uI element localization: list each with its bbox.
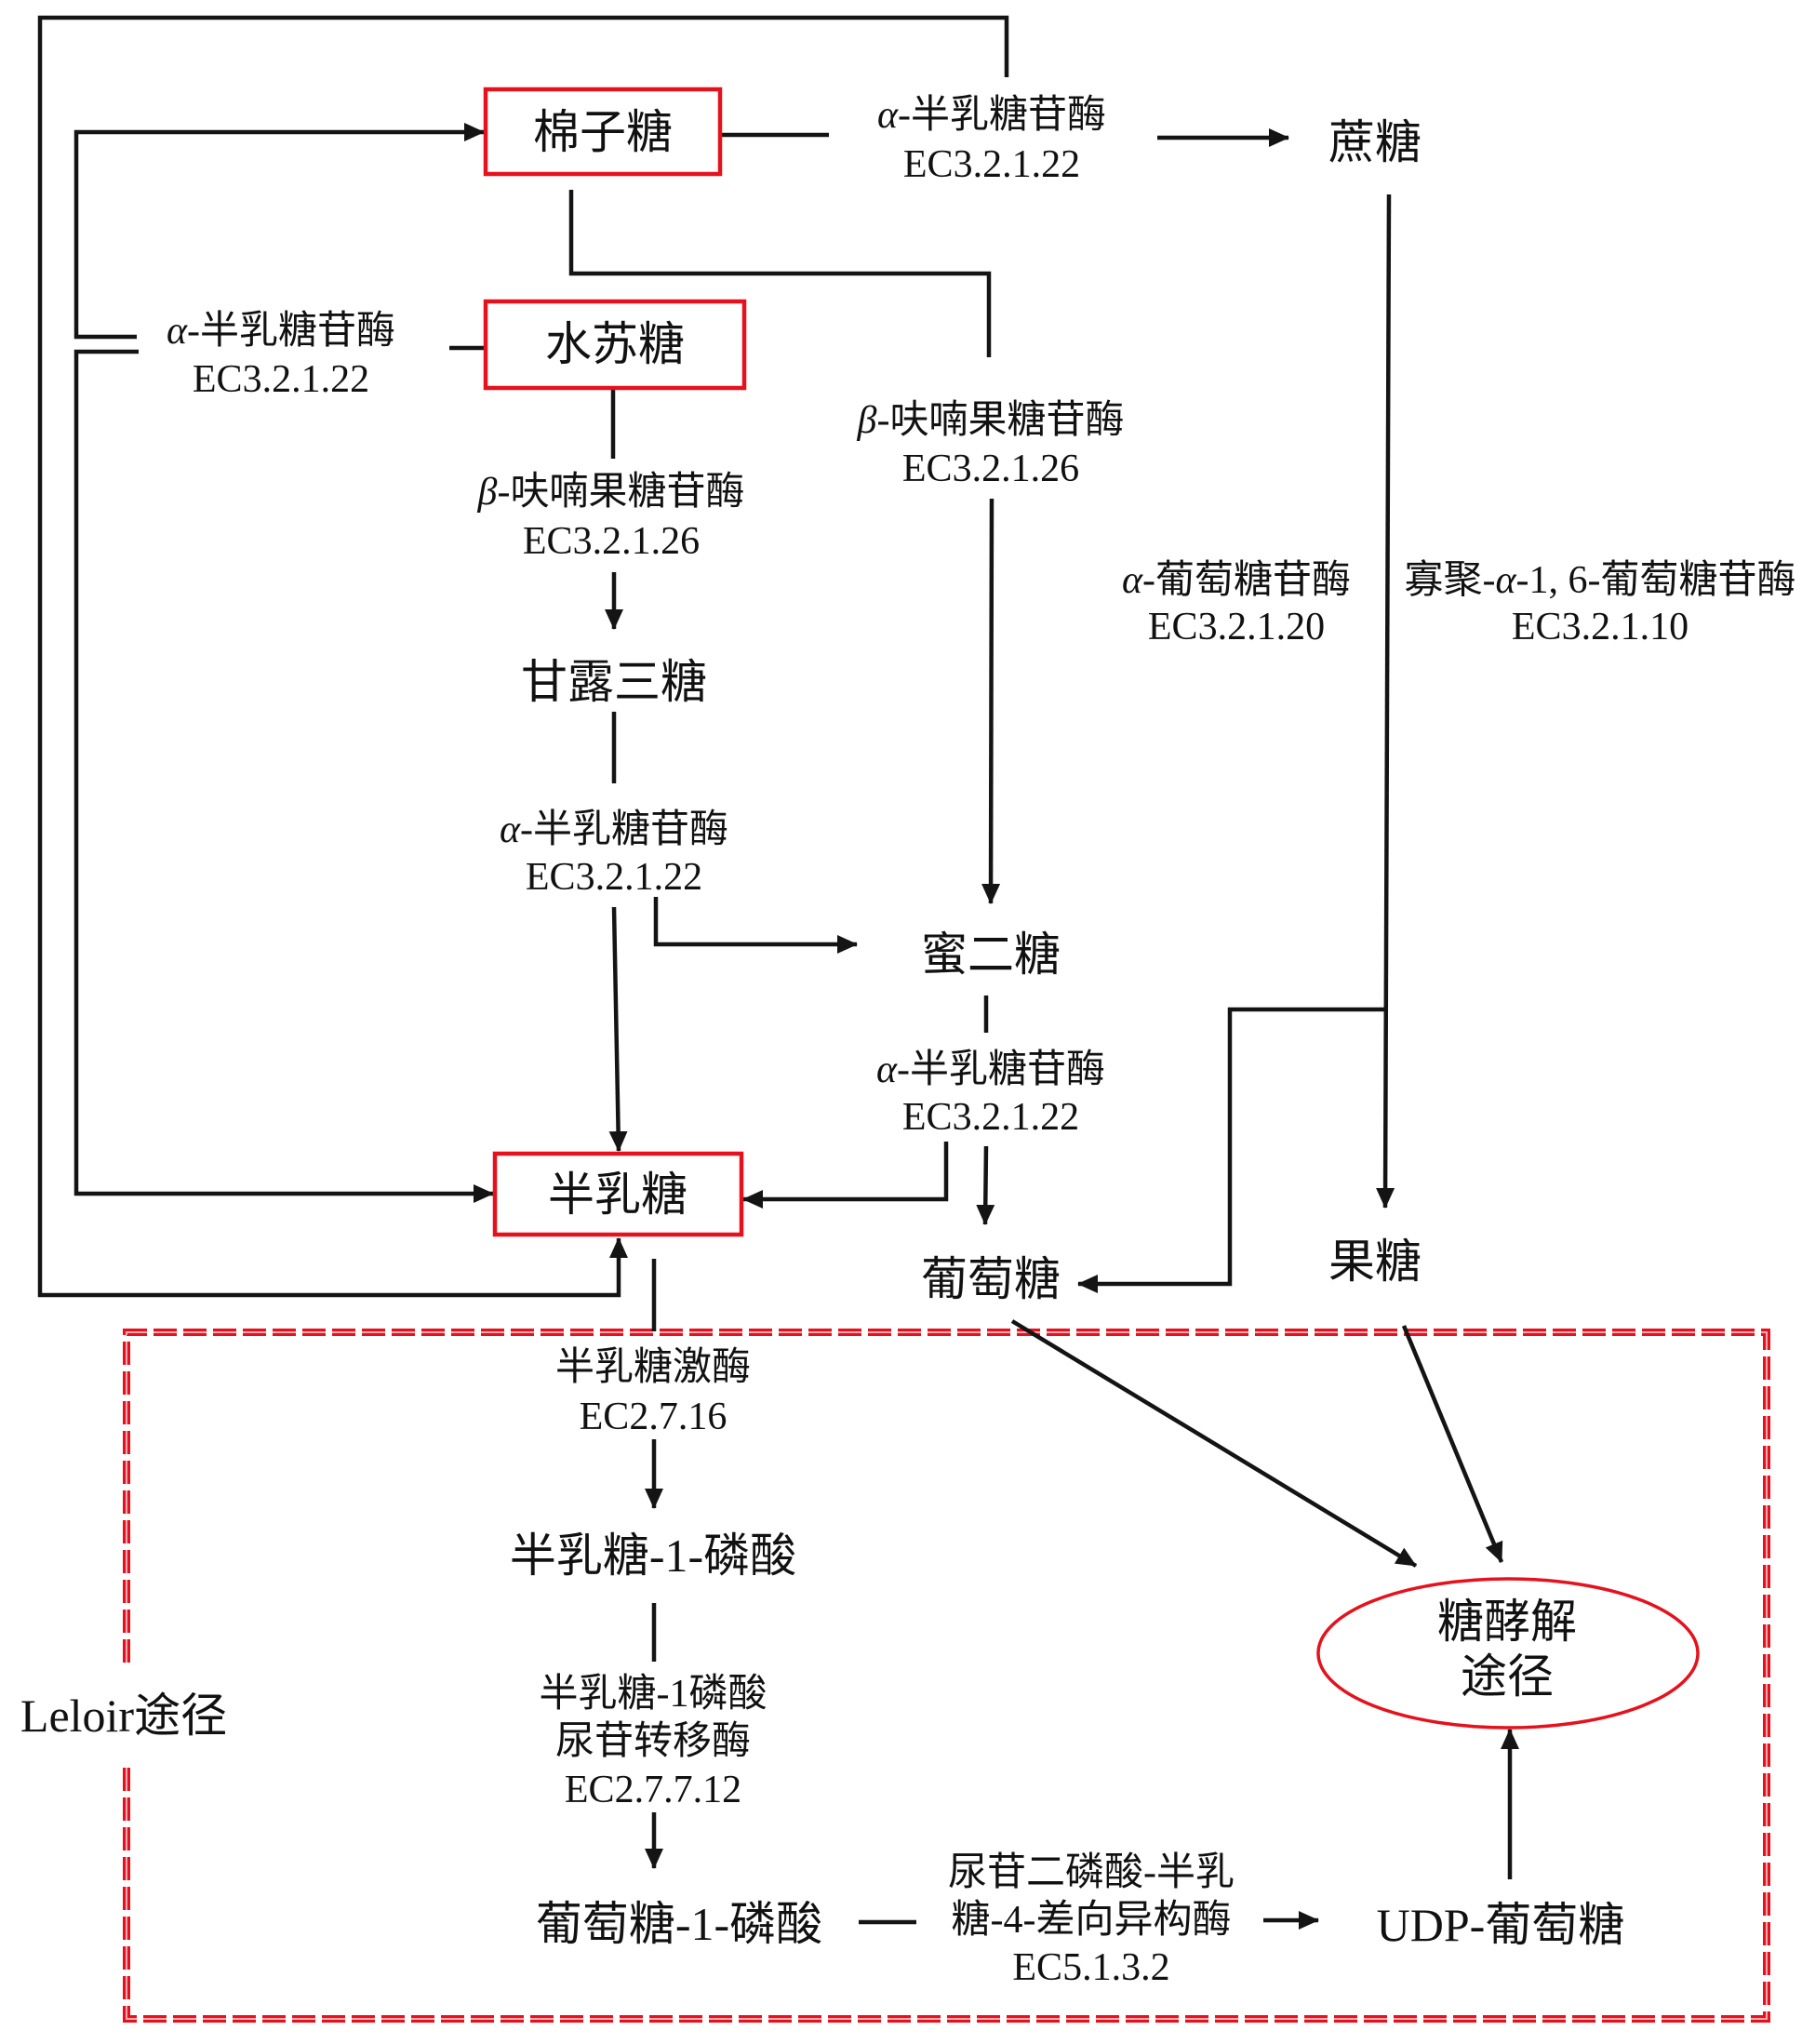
enzyme-name: α-半乳糖苷酶 [877,94,1106,137]
compound-sucrose: 蔗糖 [1328,116,1422,168]
enzyme-manninotriose-hydrolysis: α-半乳糖苷酶 EC3.2.1.22 [500,808,728,899]
ec-number: EC3.2.1.22 [902,1096,1079,1139]
enzyme-name-text: -葡萄糖苷酶 [1142,559,1351,602]
leloir-pathway-label: Leloir途径 [20,1690,227,1742]
enzyme-name: β-呋喃果糖苷酶 [477,471,745,514]
greek-letter: β [477,471,498,514]
connector-stachyose-enzyme-to-raffinose [73,123,485,340]
compound-glucose: 葡萄糖 [921,1253,1061,1305]
enzyme-name: β-呋喃果糖苷酶 [857,399,1125,442]
glycolysis-label-line2: 途径 [1461,1650,1554,1703]
enzyme-stachyose-to-manninotriose: β-呋喃果糖苷酶 EC3.2.1.26 [477,471,745,563]
leloir-region-border-inner [126,1331,1768,2020]
arrow-enzyme-to-melibiose [653,897,858,954]
enzyme-name-text: -半乳糖苷酶 [520,808,728,851]
greek-letter: β [857,399,877,442]
enzyme-raffinose-to-melibiose: β-呋喃果糖苷酶 EC3.2.1.26 [857,399,1125,490]
arrow-fructose-to-glycolysis [1401,1325,1504,1563]
greek-letter: α [167,310,188,353]
glycolysis-label: 糖酵解途径 [1437,1596,1577,1703]
ec-number: EC3.2.1.22 [526,856,702,899]
enzyme-stachyose-to-raffinose: α-半乳糖苷酶 EC3.2.1.22 [167,310,395,401]
ec-number: EC2.7.7.12 [565,1769,741,1811]
ec-number: EC3.2.1.22 [903,143,1080,186]
enzyme-name-line2: 糖-4-差向异构酶 [952,1899,1232,1942]
enzyme-name-line2: 尿苷转移酶 [555,1720,751,1763]
enzyme-melibiose-hydrolysis: α-半乳糖苷酶 EC3.2.1.22 [876,1049,1105,1139]
enzyme-name-line1: 尿苷二磷酸-半乳 [948,1851,1235,1894]
enzyme-name-text: -呋喃果糖苷酶 [497,471,744,514]
ec-number: EC3.2.1.20 [1148,606,1325,648]
arrow-enzyme-to-galactose [608,906,628,1152]
galactose-box [492,1151,744,1237]
compound-fructose: 果糖 [1328,1236,1422,1288]
greek-letter: α [1122,559,1143,602]
enzyme-name-text: -半乳糖苷酶 [187,310,395,353]
arrow-glucose-to-glycolysis [1010,1319,1418,1568]
enzyme-name: α-半乳糖苷酶 [500,808,728,851]
enzyme-galactokinase: 半乳糖激酶 EC2.7.16 [555,1346,751,1438]
ec-number: EC3.2.1.26 [523,520,700,563]
arrow-fructofuranosidase-to-melibiose [981,498,1001,904]
enzyme-name: α-葡萄糖苷酶 [1122,559,1351,602]
arrow-sucrose-branch-to-glucose [1077,1007,1386,1293]
enzyme-name-prefix: 寡聚- [1404,558,1495,602]
compound-raffinose: 棉子糖 [533,106,673,158]
ec-number: EC5.1.3.2 [1012,1946,1169,1989]
arrow-melibiose-enzyme-to-galactose [742,1142,949,1209]
ec-number: EC3.2.1.26 [902,448,1079,490]
enzyme-name-line1: 半乳糖-1磷酸 [540,1673,768,1716]
connector-raffinose-to-fructofuranosidase [568,190,992,357]
compound-glucose-1-phosphate: 葡萄糖-1-磷酸 [536,1898,822,1950]
compound-manninotriose: 甘露三糖 [521,656,707,708]
greek-letter: α [1495,559,1516,602]
raffinose-box [483,87,723,177]
ec-number: EC3.2.1.22 [193,358,369,401]
greek-letter: α [877,94,899,137]
ec-number: EC3.2.1.10 [1512,606,1689,648]
compound-galactose-1-phosphate: 半乳糖-1-磷酸 [510,1530,796,1582]
stachyose-box [483,299,747,391]
compound-melibiose: 蜜二糖 [921,928,1061,981]
enzyme-name: 半乳糖激酶 [555,1346,751,1389]
glycolysis-label-line1: 糖酵解 [1437,1596,1577,1648]
compound-udp-glucose: UDP-葡萄糖 [1377,1899,1625,1951]
arrow-melibiose-enzyme-to-glucose [976,1145,995,1225]
enzyme-name: 寡聚-α-1, 6-葡萄糖苷酶 [1404,558,1795,602]
arrow-sucrose-to-fructose [1376,194,1395,1209]
enzyme-name-text: -半乳糖苷酶 [897,1049,1105,1091]
enzyme-name-text: -1, 6-葡萄糖苷酶 [1516,559,1796,602]
compound-galactose: 半乳糖 [548,1169,687,1221]
enzyme-name: α-半乳糖苷酶 [876,1049,1105,1091]
enzyme-name-text: -呋喃果糖苷酶 [876,399,1124,442]
enzyme-name: α-半乳糖苷酶 [167,310,395,353]
greek-letter: α [876,1049,898,1091]
connector-sucrose-enzyme-loop-to-galactose [37,15,1009,1298]
enzyme-name-text: -半乳糖苷酶 [898,94,1106,137]
enzyme-gal1p-uridylyltransferase: 半乳糖-1磷酸尿苷转移酶 EC2.7.7.12 [540,1673,768,1811]
glycolysis-ellipse [1316,1577,1700,1730]
ec-number: EC2.7.16 [580,1396,727,1438]
greek-letter: α [500,808,521,851]
connector-stachyose-enzyme-to-galactose [73,349,494,1203]
leloir-pathway-region [123,1329,1770,2023]
compound-stachyose: 水苏糖 [545,318,685,370]
connectors [37,15,1519,1930]
enzyme-raffinose-to-sucrose: α-半乳糖苷酶 EC3.2.1.22 [877,94,1106,186]
